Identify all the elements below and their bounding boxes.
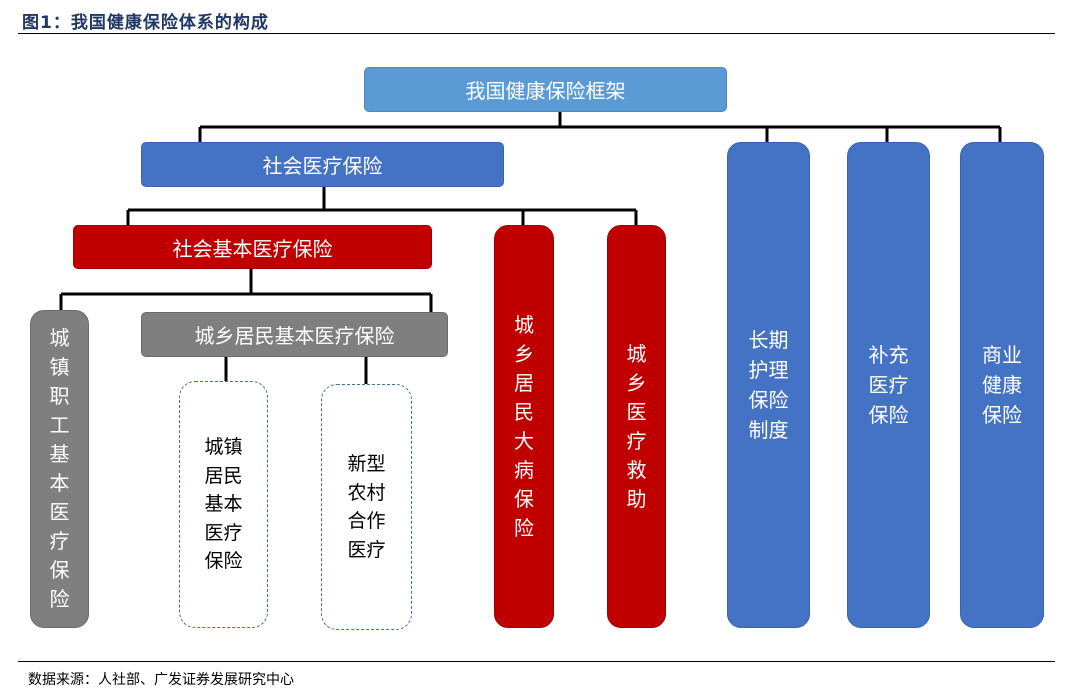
rural-cooperative-medical-node: 新型农村合作医疗 xyxy=(321,384,412,630)
long-term-care-label: 长期护理保险制度 xyxy=(748,328,789,442)
source-note: 数据来源：人社部、广发证券发展研究中心 xyxy=(28,672,294,688)
supplementary-insurance-node: 补充医疗保险 xyxy=(847,142,930,628)
urban-resident-insurance-node: 城镇居民基本医疗保险 xyxy=(179,381,268,628)
employee-basic-insurance-node: 城镇职工基本医疗保险 xyxy=(30,310,89,628)
top-rule xyxy=(18,33,1055,34)
commercial-health-insurance-node: 商业健康保险 xyxy=(960,142,1044,628)
rural-cooperative-medical-label: 新型农村合作医疗 xyxy=(347,453,386,561)
supplementary-insurance-label: 补充医疗保险 xyxy=(868,343,909,427)
critical-illness-insurance-node: 城乡居民大病保险 xyxy=(494,225,554,628)
medical-assistance-label: 城乡医疗救助 xyxy=(626,341,647,511)
long-term-care-node: 长期护理保险制度 xyxy=(727,142,810,628)
bottom-rule xyxy=(18,661,1055,662)
resident-basic-insurance-node: 城乡居民基本医疗保险 xyxy=(141,312,448,357)
figure-title: 图1：我国健康保险体系的构成 xyxy=(22,13,269,33)
employee-basic-insurance-label: 城镇职工基本医疗保险 xyxy=(49,326,70,611)
critical-illness-insurance-label: 城乡居民大病保险 xyxy=(514,312,534,540)
basic-medical-insurance-node: 社会基本医疗保险 xyxy=(73,225,432,269)
commercial-health-insurance-label: 商业健康保险 xyxy=(982,343,1022,427)
root-node: 我国健康保险框架 xyxy=(364,67,727,112)
medical-assistance-node: 城乡医疗救助 xyxy=(607,225,666,628)
social-medical-insurance-node: 社会医疗保险 xyxy=(141,142,504,187)
urban-resident-insurance-label: 城镇居民基本医疗保险 xyxy=(204,436,243,573)
